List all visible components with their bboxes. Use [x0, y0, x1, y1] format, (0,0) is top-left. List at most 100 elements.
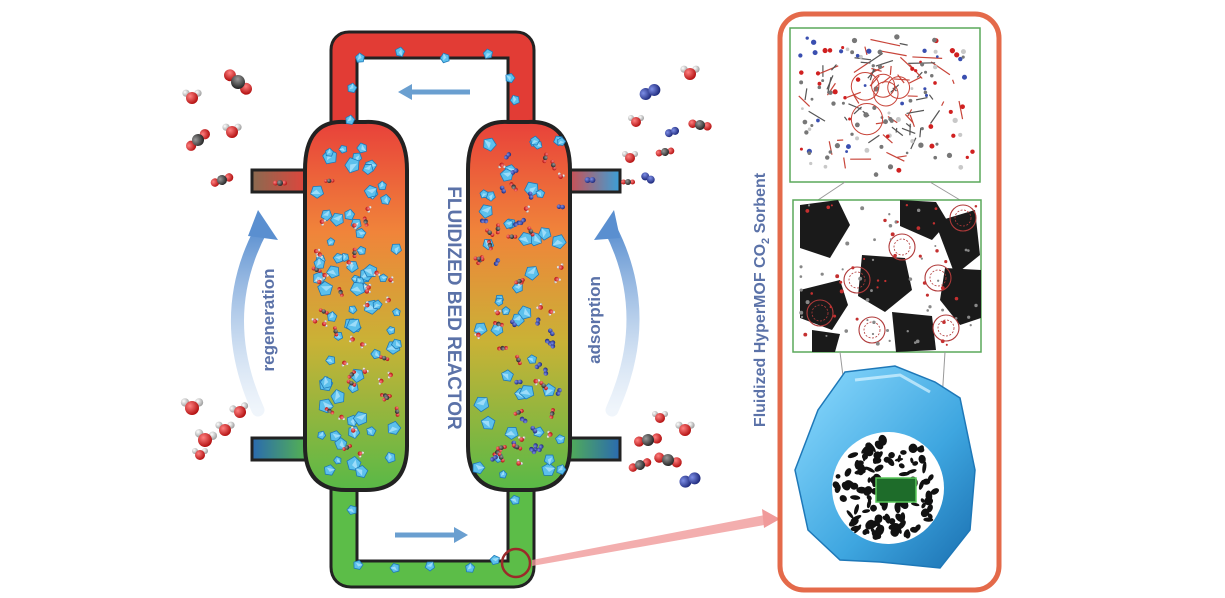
h2o-molecule-icon — [556, 263, 564, 270]
mof-structure-image — [789, 27, 981, 183]
h2o-molecule-icon — [675, 421, 695, 436]
n2-molecule-icon — [664, 126, 680, 138]
sorbent-particle — [395, 46, 406, 57]
h2o-molecule-icon — [350, 426, 358, 433]
co2-molecule-icon — [272, 180, 288, 186]
co2-molecule-icon — [515, 354, 522, 366]
co2-molecule-icon — [506, 234, 518, 239]
h2o-molecule-icon — [180, 398, 204, 415]
sorbent-particle — [347, 82, 358, 93]
h2o-molecule-icon — [357, 451, 364, 458]
sorbent-particle — [324, 464, 336, 476]
co2-molecule-icon — [655, 147, 675, 157]
sorbent-panel — [777, 11, 1002, 593]
sorbent-particle — [327, 311, 338, 322]
n2-molecule-icon — [519, 416, 528, 424]
flow-arrow-icon — [398, 84, 470, 100]
co2-molecule-icon — [337, 287, 344, 297]
h2o-molecule-icon — [319, 219, 326, 226]
n2-molecule-icon — [530, 425, 538, 434]
h2o-molecule-icon — [622, 151, 638, 163]
co2-molecule-icon — [497, 452, 505, 463]
sorbent-particle — [317, 280, 333, 296]
sorbent-particle — [518, 385, 535, 400]
co2-molecule-icon — [542, 152, 549, 164]
sorbent-particle — [325, 355, 336, 366]
co2-molecule-icon — [382, 394, 392, 402]
sorbent-particle — [344, 157, 360, 174]
n2-molecule-icon — [547, 328, 555, 337]
n2-molecule-icon — [555, 387, 562, 396]
sorbent-particle — [348, 305, 358, 315]
sorbent-particle — [505, 72, 516, 84]
h2o-molecule-icon — [533, 378, 540, 386]
co2-molecule-icon — [495, 223, 501, 235]
sorbent-particle — [389, 563, 400, 573]
sorbent-particle — [352, 411, 367, 426]
sorbent-particle — [370, 348, 381, 360]
h2o-molecule-icon — [536, 303, 543, 310]
h2o-molecule-icon — [652, 411, 668, 423]
sorbent-particle — [439, 52, 450, 64]
co2-molecule-icon — [497, 345, 509, 351]
n2-molecule-icon — [490, 454, 498, 462]
h2o-molecule-icon — [311, 318, 319, 324]
curved-arrow-icon — [230, 210, 278, 417]
h2o-molecule-icon — [194, 429, 218, 447]
adsorption-label: adsorption — [585, 276, 604, 364]
h2o-molecule-icon — [387, 371, 393, 379]
h2o-molecule-icon — [523, 205, 530, 213]
sorbent-particle — [530, 135, 541, 146]
n2-molecule-icon — [641, 172, 655, 184]
h2o-molecule-icon — [498, 162, 506, 169]
n2-molecule-icon — [514, 379, 523, 385]
h2o-molecule-icon — [337, 414, 345, 421]
co2-molecule-icon — [514, 278, 525, 285]
co2-molecule-icon — [620, 179, 636, 185]
h2o-molecule-icon — [628, 115, 644, 127]
h2o-molecule-icon — [229, 402, 249, 418]
h2o-molecule-icon — [554, 276, 561, 284]
n2-molecule-icon — [550, 340, 556, 349]
co2-molecule-icon — [513, 408, 524, 416]
sorbent-particle — [313, 257, 325, 269]
sorbent-particle — [538, 227, 552, 241]
reactor-title: FLUIDIZED BED REACTOR — [443, 186, 464, 430]
sorbent-particle — [478, 204, 493, 219]
sorbent-particle — [363, 184, 378, 199]
h2o-molecule-icon — [363, 300, 370, 308]
n2-molecule-icon — [534, 362, 543, 370]
h2o-molecule-icon — [518, 436, 526, 442]
sorbent-particle — [517, 305, 532, 320]
sorbent-particle — [372, 299, 383, 310]
sorbent-particle — [338, 145, 348, 154]
sorbent-particle — [355, 465, 369, 479]
sorbent-particle — [501, 306, 511, 315]
h2o-molecule-icon — [385, 296, 391, 304]
h2o-molecule-icon — [377, 377, 384, 385]
co2-molecule-icon — [333, 326, 339, 337]
co2-molecule-icon — [493, 321, 504, 327]
n2-molecule-icon — [556, 204, 565, 210]
h2o-molecule-icon — [192, 448, 208, 460]
sorbent-particle — [346, 455, 362, 471]
n2-molecule-icon — [529, 446, 537, 455]
n2-molecule-icon — [535, 317, 541, 326]
h2o-molecule-icon — [364, 283, 372, 290]
sorbent-particle — [332, 252, 344, 264]
sorbent-particle — [551, 234, 567, 250]
sorbent-particle — [509, 94, 520, 106]
h2o-molecule-icon — [360, 342, 367, 349]
co2-molecule-icon — [186, 129, 210, 151]
n2-molecule-icon — [513, 220, 521, 227]
h2o-molecule-icon — [322, 272, 329, 280]
n2-molecule-icon — [527, 191, 534, 200]
h2o-molecule-icon — [548, 309, 556, 316]
h2o-molecule-icon — [365, 206, 372, 213]
co2-molecule-icon — [527, 226, 535, 237]
flow-arrow-icon — [395, 527, 468, 543]
h2o-molecule-icon — [315, 278, 323, 285]
sorbent-particle — [386, 325, 396, 335]
n2-molecule-icon — [584, 177, 596, 183]
